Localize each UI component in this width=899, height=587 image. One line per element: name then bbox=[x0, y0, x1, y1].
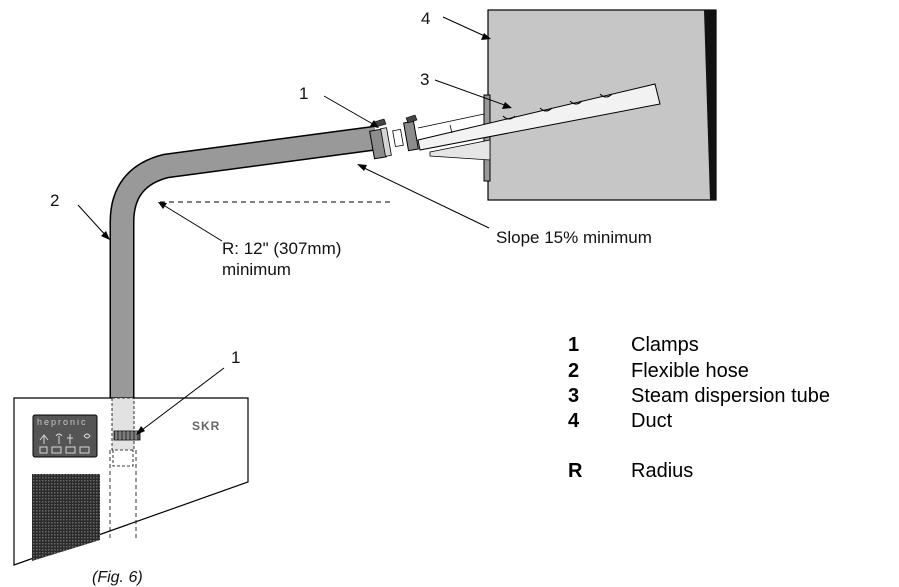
legend-text-flexible-hose: Flexible hose bbox=[631, 360, 749, 382]
clamp-top bbox=[369, 114, 419, 160]
legend-key-4: 4 bbox=[568, 410, 580, 432]
legend-key-r: R bbox=[568, 460, 583, 482]
flexible-hose bbox=[109, 125, 378, 400]
callout-2: 2 bbox=[50, 191, 59, 210]
leader-lines bbox=[77, 16, 512, 435]
callout-1-bottom: 1 bbox=[231, 348, 240, 367]
callout-3: 3 bbox=[420, 70, 429, 89]
clamp-bottom bbox=[113, 430, 141, 441]
panel-icons bbox=[39, 433, 91, 454]
air-grille bbox=[32, 474, 100, 561]
humidifier-unit: hepronic SKR bbox=[13, 397, 249, 566]
legend-text-steam-dispersion-tube: Steam dispersion tube bbox=[631, 385, 830, 407]
steam-dispersion-tube bbox=[417, 83, 661, 151]
figure-caption: (Fig. 6) bbox=[92, 569, 143, 586]
legend-text-duct: Duct bbox=[631, 410, 673, 432]
callout-4: 4 bbox=[421, 9, 430, 28]
legend-text-radius: Radius bbox=[631, 460, 693, 482]
legend-key-2: 2 bbox=[568, 360, 579, 382]
legend: 1 Clamps 2 Flexible hose 3 Steam dispers… bbox=[568, 334, 830, 482]
radius-label-minimum: minimum bbox=[222, 260, 291, 279]
callout-1-top: 1 bbox=[299, 84, 308, 103]
radius-label: R: 12" (307mm) bbox=[222, 239, 341, 258]
unit-logo: SKR bbox=[192, 419, 220, 433]
slope-label: Slope 15% minimum bbox=[496, 228, 652, 247]
duct bbox=[487, 9, 717, 201]
legend-text-clamps: Clamps bbox=[631, 334, 699, 356]
legend-key-1: 1 bbox=[568, 334, 579, 356]
legend-key-3: 3 bbox=[568, 385, 579, 407]
panel-brand-text: hepronic bbox=[37, 417, 88, 427]
